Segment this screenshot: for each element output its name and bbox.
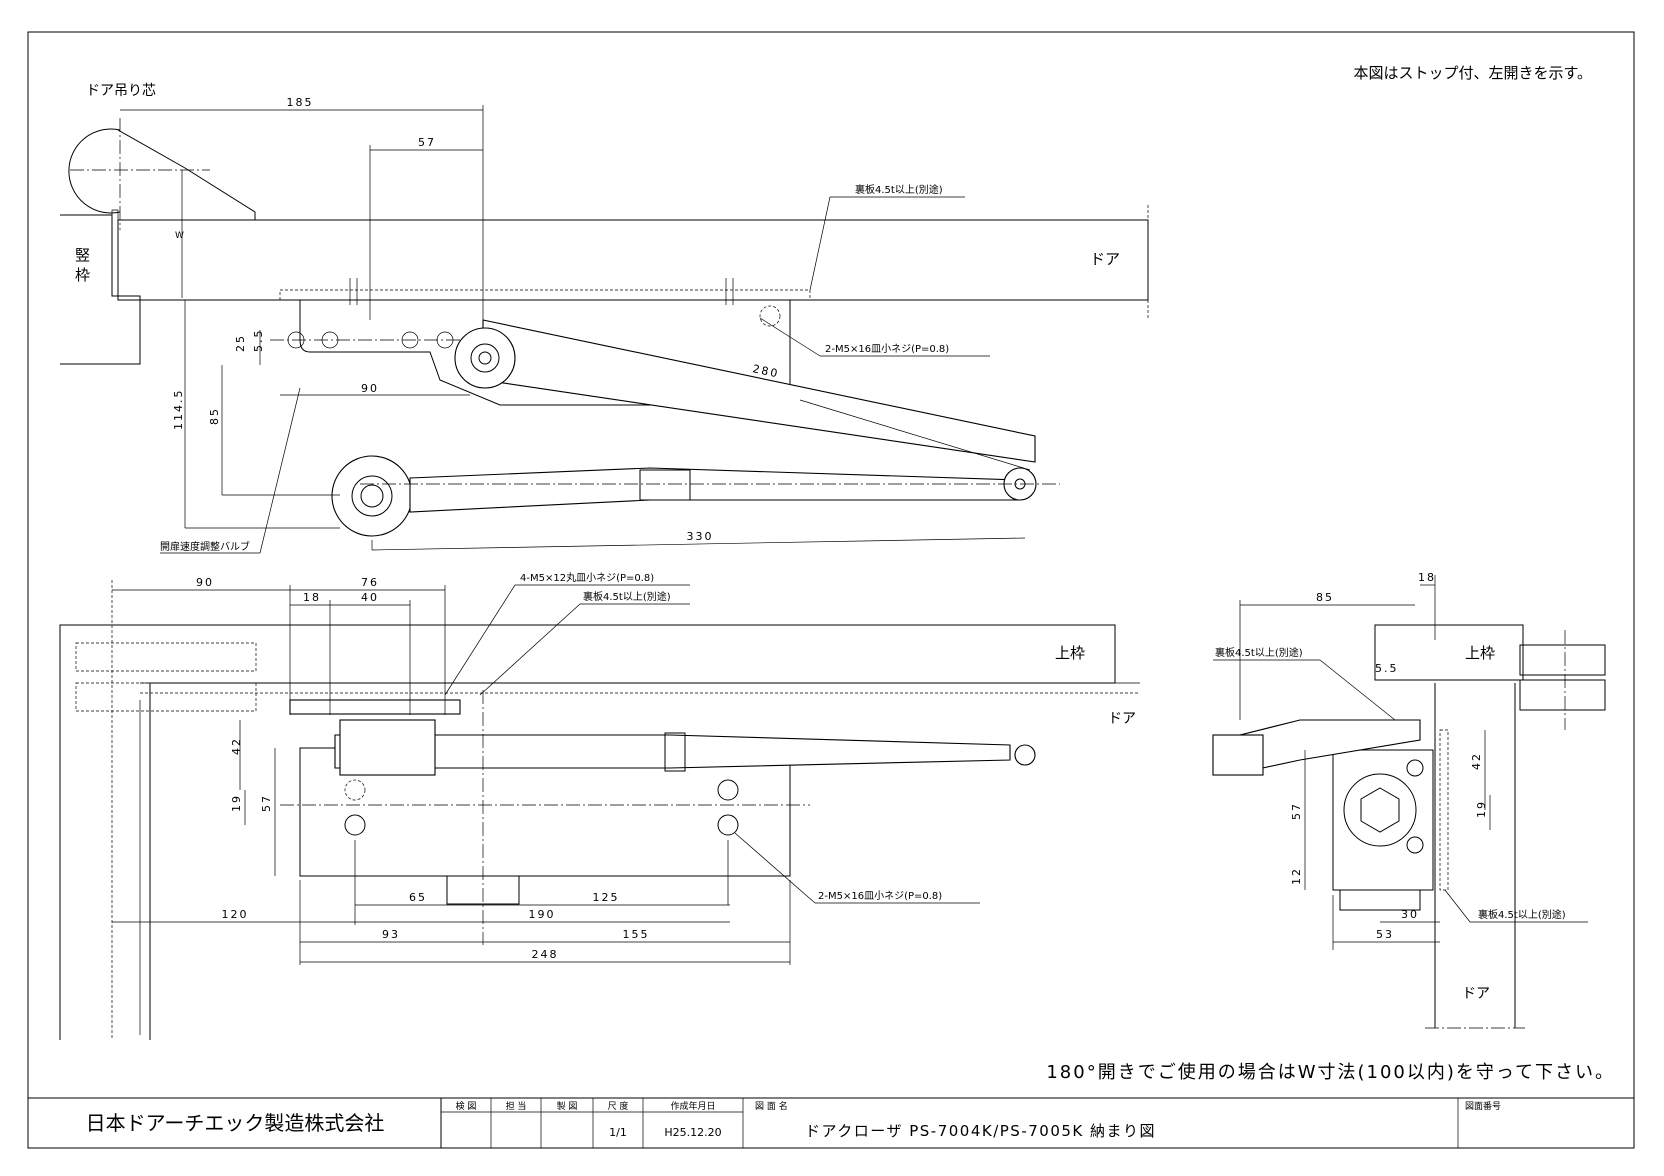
dim-19-side: 19 <box>1475 800 1488 818</box>
dim-330: 330 <box>687 530 714 543</box>
dim-120: 120 <box>222 908 249 921</box>
dim-185: 185 <box>287 96 314 109</box>
dim-76: 76 <box>361 576 379 589</box>
scale-value: 1/1 <box>609 1126 627 1139</box>
header-scale: 尺 度 <box>608 1100 629 1112</box>
dim-30-side: 30 <box>1401 908 1419 921</box>
top-note: 本図はストップ付、左開きを示す。 <box>1353 64 1592 82</box>
header-date: 作成年月日 <box>670 1100 715 1112</box>
header-title: 図 面 名 <box>755 1100 788 1112</box>
top-view: ドア吊り芯 竪 枠 ドア W 185 57 裏板4.5t以上(別途) <box>60 83 1149 554</box>
dim-90-top: 90 <box>361 382 379 395</box>
door-leaf-plan <box>117 219 1149 301</box>
dim-40: 40 <box>361 591 379 604</box>
w-dim: W <box>175 231 184 241</box>
arm-front <box>334 734 1011 769</box>
dim-57: 57 <box>418 136 436 149</box>
door-label-front: ドア <box>1108 711 1136 727</box>
dim-5-5-side: 5.5 <box>1375 662 1399 675</box>
dim-85-side: 85 <box>1316 591 1334 604</box>
drawing-border <box>27 31 1635 1149</box>
dim-280: 280 <box>751 362 780 380</box>
door-label-top: ドア <box>1090 250 1120 268</box>
backing-plate-note-side-top: 裏板4.5t以上(別途) <box>1215 646 1303 659</box>
upper-frame-front <box>59 624 1116 1040</box>
door-hinge-center-label: ドア吊り芯 <box>86 83 156 99</box>
dim-248: 248 <box>532 948 559 961</box>
dim-114-5: 114.5 <box>172 389 185 431</box>
dim-19-front: 19 <box>230 794 243 812</box>
dim-18-front: 18 <box>303 591 321 604</box>
header-drawn: 製 図 <box>557 1100 578 1112</box>
backing-plate-note-top: 裏板4.5t以上(別途) <box>855 183 943 196</box>
forearm-rod <box>409 467 1021 513</box>
company-name: 日本ドアーチエック製造株式会社 <box>86 1111 385 1135</box>
dim-90-front: 90 <box>196 576 214 589</box>
dim-42-side: 42 <box>1470 752 1483 770</box>
main-arm <box>482 319 1036 463</box>
header-check: 検 図 <box>456 1100 477 1112</box>
jamb-label-1: 竪 <box>75 246 90 264</box>
upper-frame-label-front: 上枠 <box>1055 644 1085 662</box>
dim-57-front: 57 <box>260 794 273 812</box>
header-number: 図面番号 <box>1465 1100 1501 1112</box>
dim-93: 93 <box>382 928 400 941</box>
title-block: 日本ドアーチエック製造株式会社 検 図 担 当 製 図 尺 度 作成年月日 図 … <box>28 1097 1634 1148</box>
dim-18-side: 18 <box>1418 571 1436 584</box>
upper-frame-side <box>1374 624 1524 681</box>
backing-plate-note-front: 裏板4.5t以上(別途) <box>583 590 671 603</box>
jamb-profile <box>60 214 141 365</box>
dim-155: 155 <box>623 928 650 941</box>
door-label-side: ドア <box>1462 986 1490 1002</box>
dim-12-side: 12 <box>1290 867 1303 885</box>
date-value: H25.12.20 <box>664 1126 721 1139</box>
pinion-shaft <box>331 455 413 537</box>
dim-190: 190 <box>529 908 556 921</box>
closer-body-side <box>1332 749 1434 891</box>
drawing-title: ドアクローザ PS-7004K/PS-7005K 納まり図 <box>805 1122 1156 1140</box>
valve-note: 開扉速度調整バルブ <box>160 540 250 553</box>
header-charge: 担 当 <box>506 1100 527 1112</box>
dim-25: 25 <box>234 334 247 352</box>
side-view: 上枠 ドア 18 85 5.5 裏板4.5t以上(別途) 42 19 <box>1212 571 1606 1029</box>
dim-65: 65 <box>409 891 427 904</box>
screw-note-front-bottom: 2-M5×16皿小ネジ(P=0.8) <box>818 890 942 902</box>
jamb-label-2: 枠 <box>75 266 90 284</box>
closer-body-plan <box>299 299 791 406</box>
dim-42-front: 42 <box>230 737 243 755</box>
dim-125: 125 <box>593 891 620 904</box>
dim-5-5: 5.5 <box>252 329 265 353</box>
backing-plate-note-side-bottom: 裏板4.5t以上(別途) <box>1478 908 1566 921</box>
dim-85-top: 85 <box>208 407 221 425</box>
dim-53-side: 53 <box>1376 928 1394 941</box>
screw-note-front-top: 4-M5×12丸皿小ネジ(P=0.8) <box>520 571 654 584</box>
upper-frame-label-side: 上枠 <box>1465 644 1495 662</box>
bottom-note: 180°開きでご使用の場合はW寸法(100以内)を守って下さい。 <box>1046 1062 1615 1083</box>
dim-57-side: 57 <box>1290 802 1303 820</box>
front-view: 上枠 ドア 90 76 18 40 4-M5×12丸皿小ネジ(P=0.8) <box>59 571 1140 1040</box>
screw-note-top: 2-M5×16皿小ネジ(P=0.8) <box>825 343 949 355</box>
